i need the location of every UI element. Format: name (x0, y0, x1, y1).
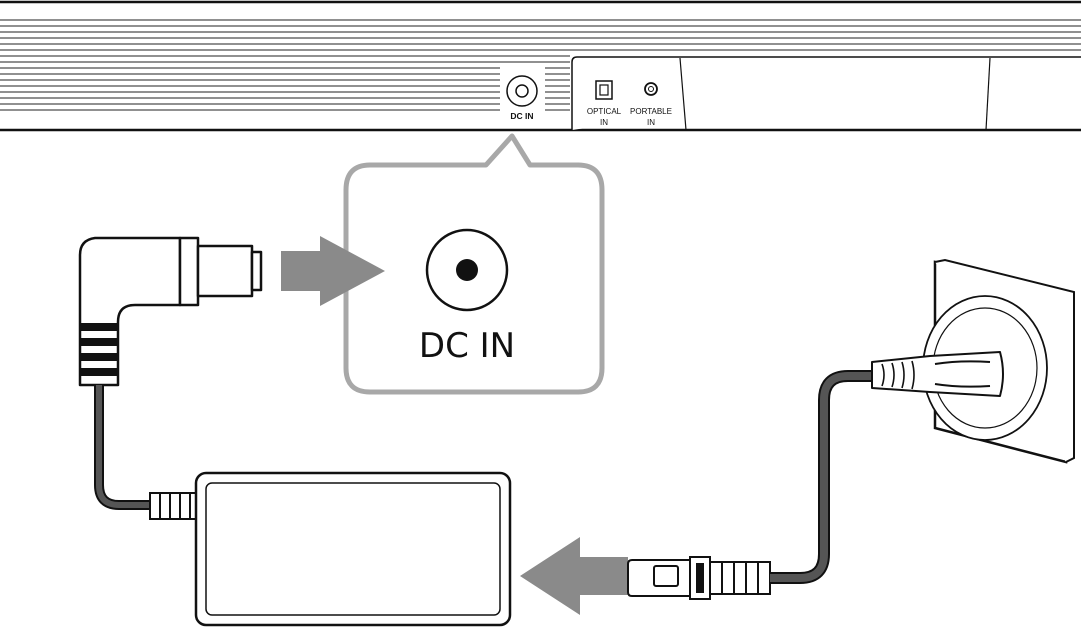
iec-connector (627, 556, 771, 600)
portable-port-icon (644, 82, 658, 96)
iec-grip (721, 562, 759, 594)
ac-cable (770, 372, 876, 582)
wall-plug (871, 351, 1004, 397)
dc-plug (78, 236, 263, 387)
dc-in-callout: DC IN (343, 133, 605, 395)
insert-arrow-left (520, 537, 628, 615)
dc-in-jack-small (506, 75, 538, 107)
wall-plug-grip (881, 360, 915, 390)
optical-label-line1: OPTICAL (587, 107, 622, 116)
power-adapter (194, 471, 512, 627)
portable-label-line1: PORTABLE (630, 107, 672, 116)
dc-cable-outline (94, 385, 152, 510)
optical-label-line2: IN (600, 118, 608, 127)
optical-port-icon (595, 80, 613, 100)
plug-grip (79, 323, 119, 376)
grille-lines (0, 19, 1081, 111)
connector-recess (571, 56, 1081, 130)
dc-in-panel-label: DC IN (510, 111, 533, 121)
adapter-strain-relief (149, 492, 203, 520)
soundbar-back-panel: DC IN OPTICAL IN PORTABLE IN (0, 0, 1081, 132)
portable-label-line2: IN (647, 118, 655, 127)
insert-arrow-right (281, 236, 385, 306)
dc-in-jack-large (425, 228, 509, 312)
dc-cable (96, 385, 152, 508)
dc-in-callout-label: DC IN (419, 326, 515, 366)
